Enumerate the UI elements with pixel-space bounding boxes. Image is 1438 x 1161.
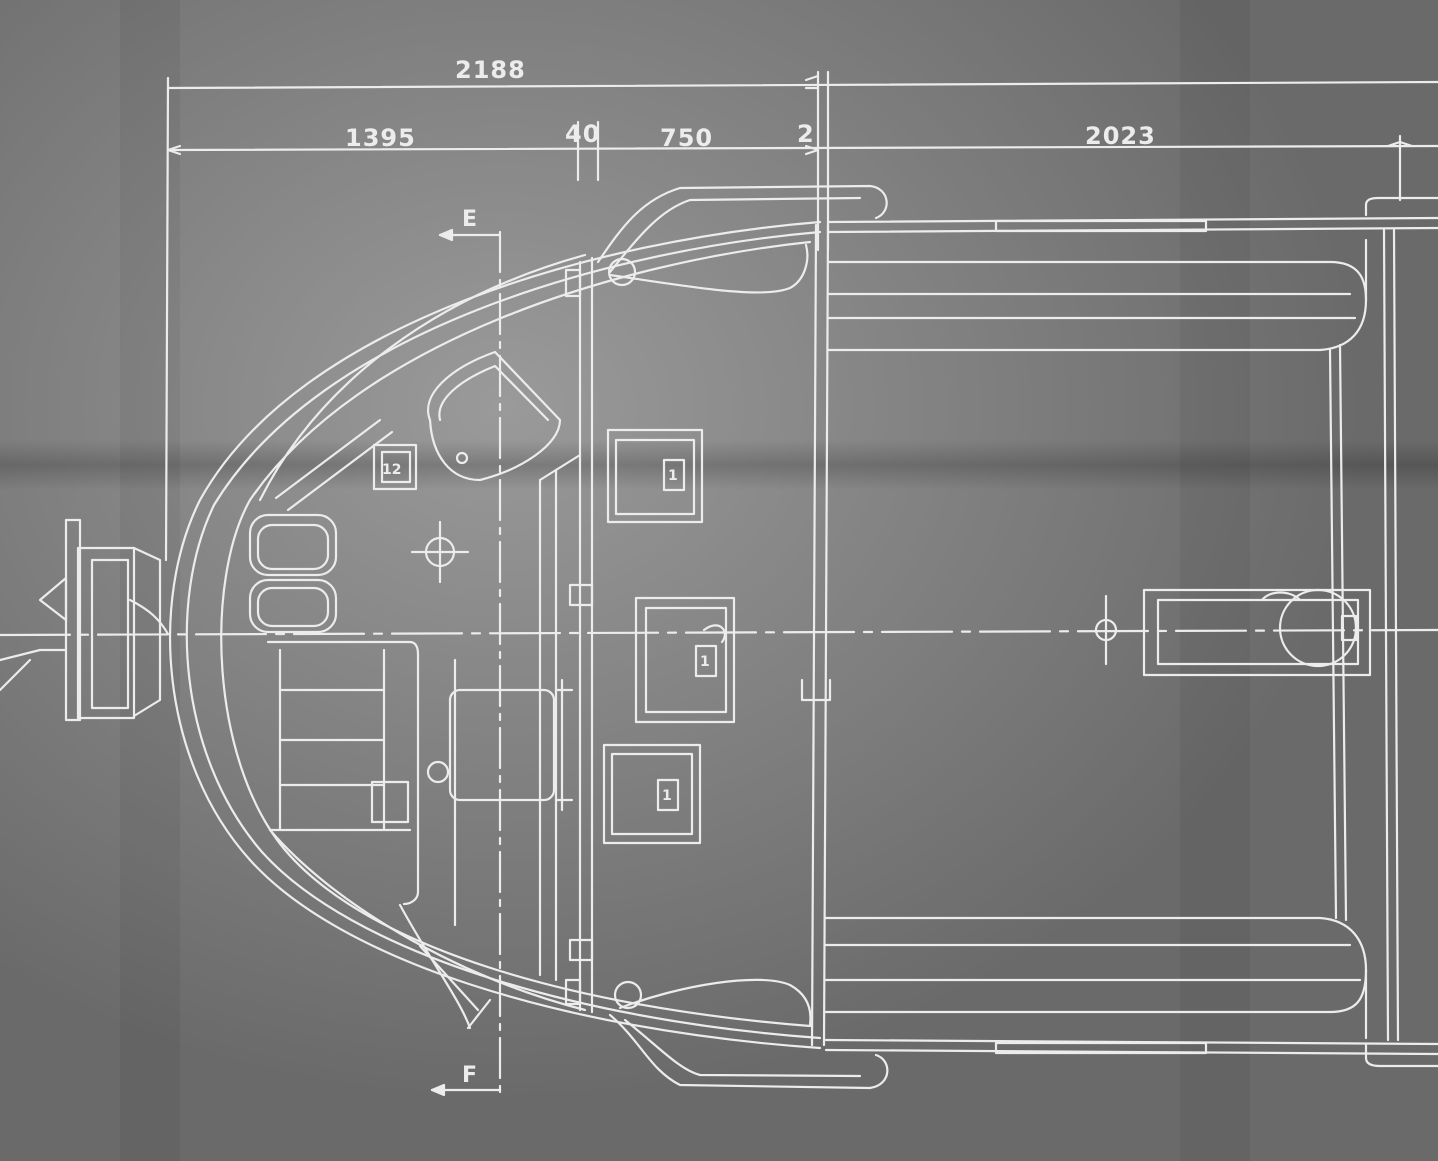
dimension-lines	[164, 70, 1438, 562]
pedal-box	[248, 418, 418, 634]
floor-panels	[602, 428, 736, 845]
wheel-arch-top	[596, 184, 888, 294]
dim-overall-left: 2188	[455, 56, 526, 84]
dim-segment-2: 40	[565, 120, 600, 148]
dim-segment-1: 1395	[345, 124, 416, 152]
dim-segment-4: 2	[797, 120, 815, 148]
battery-tray	[266, 640, 450, 906]
wheel-arch-bottom	[608, 978, 889, 1090]
section-line	[430, 228, 502, 1097]
side-sill-top	[826, 216, 1438, 352]
centerline	[0, 628, 1438, 637]
steering-gear	[448, 453, 582, 982]
dim-segment-3: 750	[660, 124, 713, 152]
spare-wheel-well	[410, 350, 562, 584]
front-body-outline	[168, 220, 822, 1050]
section-mark-top: E	[462, 207, 477, 232]
panel-label-c: 1	[662, 788, 672, 804]
rear-crossmember	[1328, 196, 1438, 1068]
gearbox-mount	[1094, 588, 1372, 677]
nose-fins	[398, 903, 492, 1030]
front-bumper	[0, 518, 170, 722]
panel-label-b: 1	[700, 654, 710, 670]
pedal-box-label: 12	[382, 462, 401, 478]
side-sill-bottom	[824, 916, 1438, 1056]
section-mark-bottom: F	[462, 1063, 477, 1088]
panel-label-a: 1	[668, 468, 678, 484]
bulkheads	[564, 223, 832, 1047]
dim-segment-5: 2023	[1085, 122, 1156, 150]
